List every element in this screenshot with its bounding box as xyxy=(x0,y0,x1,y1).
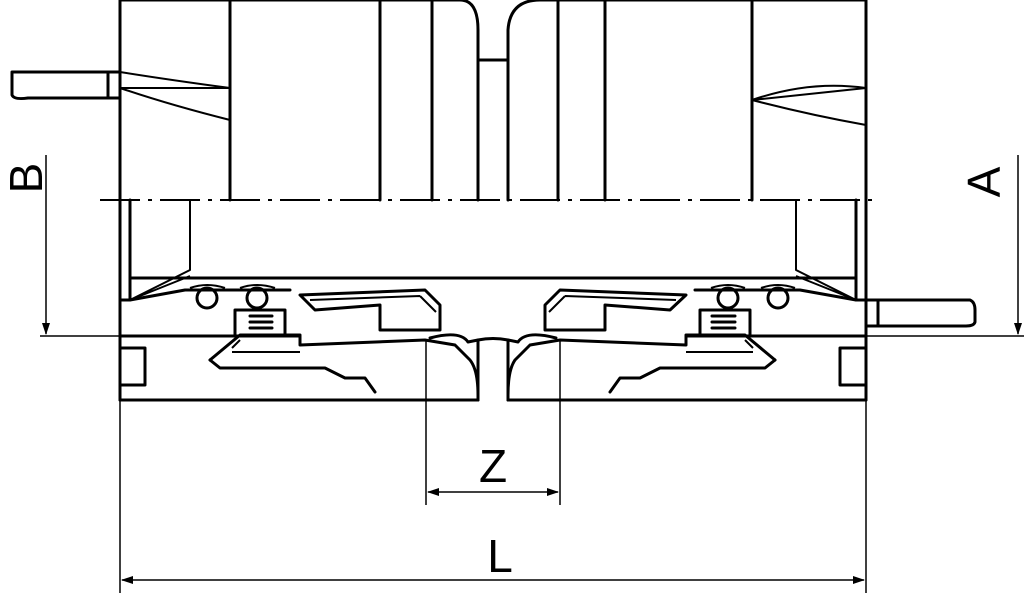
dimension-L-label: L xyxy=(487,530,513,582)
o-ring-right-outer xyxy=(766,286,790,310)
right-body xyxy=(476,0,977,402)
dimension-B-label: B xyxy=(0,163,52,194)
o-ring-right-inner xyxy=(716,286,740,310)
dimension-A: A xyxy=(866,155,1024,337)
dimension-A-label: A xyxy=(958,166,1010,197)
left-body xyxy=(10,0,510,402)
dimension-L: L xyxy=(119,400,867,593)
dimension-Z: Z xyxy=(425,340,561,505)
center-section xyxy=(128,276,858,402)
o-ring-left-outer xyxy=(195,286,219,310)
dimension-Z-label: Z xyxy=(479,440,507,492)
dimension-B: B xyxy=(0,155,120,337)
o-ring-left-inner xyxy=(245,286,269,310)
